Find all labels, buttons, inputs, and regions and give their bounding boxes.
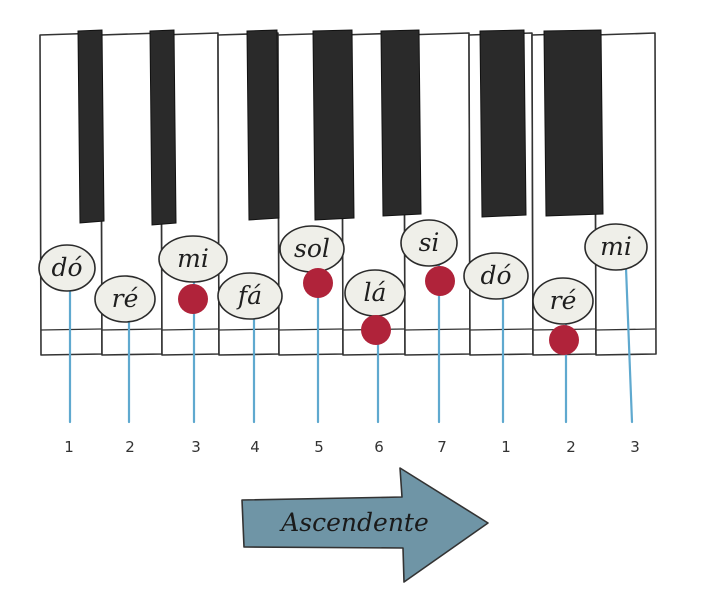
black-key: [149, 29, 177, 226]
note-bubble: sol: [279, 225, 345, 273]
note-label: mi: [600, 232, 632, 261]
note-bubble: ré: [94, 275, 156, 323]
degree-number: 1: [64, 438, 74, 456]
key-front-edge: [595, 328, 656, 331]
note-bubble-shape: [463, 252, 529, 300]
note-dot: [549, 325, 579, 355]
black-key: [77, 29, 105, 224]
note-dot: [178, 284, 208, 314]
black-key: [543, 29, 604, 217]
note-label: si: [419, 228, 440, 257]
note-label: sol: [294, 234, 330, 263]
degree-number: 6: [374, 438, 384, 456]
degree-number: 7: [437, 438, 447, 456]
note-label: fá: [236, 281, 262, 310]
key-front-edge: [404, 328, 470, 331]
degree-number: 1: [501, 438, 511, 456]
key-front-edge: [218, 328, 279, 331]
degree-number: 2: [566, 438, 576, 456]
white-key: [594, 32, 657, 356]
key-front-edge: [469, 328, 533, 331]
note-bubble: fá: [217, 272, 283, 320]
note-bubble-shape: [158, 235, 228, 283]
degree-number: 3: [191, 438, 201, 456]
black-key: [380, 29, 422, 217]
note-label: dó: [480, 261, 511, 290]
note-label: ré: [550, 286, 577, 315]
note-bubble: mi: [584, 223, 648, 271]
note-bubble-shape: [217, 272, 283, 320]
note-label: mi: [177, 244, 209, 273]
note-bubble: si: [400, 219, 458, 267]
note-bubble-shape: [532, 277, 594, 325]
degree-number: 4: [250, 438, 260, 456]
note-dots: [178, 266, 579, 355]
key-front-edge: [161, 328, 219, 331]
note-bubble-shape: [94, 275, 156, 323]
note-label: dó: [51, 253, 82, 282]
note-bubble: dó: [463, 252, 529, 300]
note-bubble: lá: [344, 269, 406, 317]
note-bubble: ré: [532, 277, 594, 325]
note-dot: [303, 268, 333, 298]
note-bubble: mi: [158, 235, 228, 283]
note-label: lá: [364, 278, 387, 307]
degree-number: 5: [314, 438, 324, 456]
ascendente-arrow: Ascendente: [241, 467, 489, 583]
note-bubble-shape: [584, 223, 648, 271]
note-dot: [425, 266, 455, 296]
arrow-shape: [241, 467, 489, 583]
black-key: [246, 29, 280, 221]
note-line: [624, 266, 634, 424]
note-bubble-shape: [400, 219, 458, 267]
degree-number: 2: [125, 438, 135, 456]
degree-numbers: 1 2 3 4 5 6 7 1 2 3: [64, 438, 640, 456]
black-keys: [77, 29, 604, 226]
note-label: ré: [112, 284, 139, 313]
key-front-edge: [278, 328, 343, 331]
arrow-label: Ascendente: [279, 508, 429, 537]
degree-number: 3: [630, 438, 640, 456]
note-bubble: dó: [38, 244, 96, 292]
note-bubble-shape: [38, 244, 96, 292]
key-front-edge: [101, 328, 162, 331]
black-key: [312, 29, 355, 221]
black-key: [479, 29, 527, 218]
note-dot: [361, 315, 391, 345]
